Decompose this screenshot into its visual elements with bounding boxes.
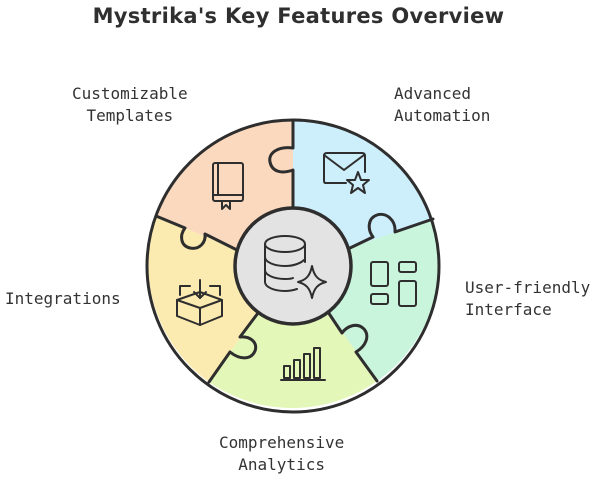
label-integrations: Integrations <box>5 288 121 310</box>
box-download-icon <box>176 279 223 326</box>
label-line: Analytics <box>238 455 325 474</box>
segment-user-friendly-interface <box>328 219 440 381</box>
divider-top <box>268 118 295 210</box>
label-line: User-friendly <box>465 278 591 297</box>
divider-left-lower <box>207 311 260 384</box>
diagram-title: Mystrika's Key Features Overview <box>92 4 505 28</box>
label-line: Advanced <box>394 84 472 103</box>
label-line: Comprehensive <box>219 433 345 452</box>
label-advanced-automation: Advanced Automation <box>394 83 490 127</box>
label-line: Interface <box>465 300 552 319</box>
label-line: Templates <box>86 106 174 125</box>
database-sparkle-icon <box>264 235 327 299</box>
label-user-friendly-interface: User-friendly Interface <box>465 277 590 321</box>
label-line: Automation <box>394 106 491 125</box>
label-comprehensive-analytics: Comprehensive Analytics <box>219 432 344 476</box>
divider-right-lower <box>326 310 379 383</box>
book-icon <box>212 162 244 210</box>
mail-star-icon <box>323 152 370 194</box>
divider-right-upper <box>348 212 435 250</box>
label-customizable-templates: Customizable Templates <box>72 83 188 127</box>
segment-integrations <box>148 216 258 382</box>
divider-left-upper <box>154 214 239 252</box>
label-line: Integrations <box>5 289 121 308</box>
label-line: Customizable <box>72 84 188 103</box>
bar-chart-icon <box>280 347 326 381</box>
layout-grid-icon <box>370 261 417 307</box>
